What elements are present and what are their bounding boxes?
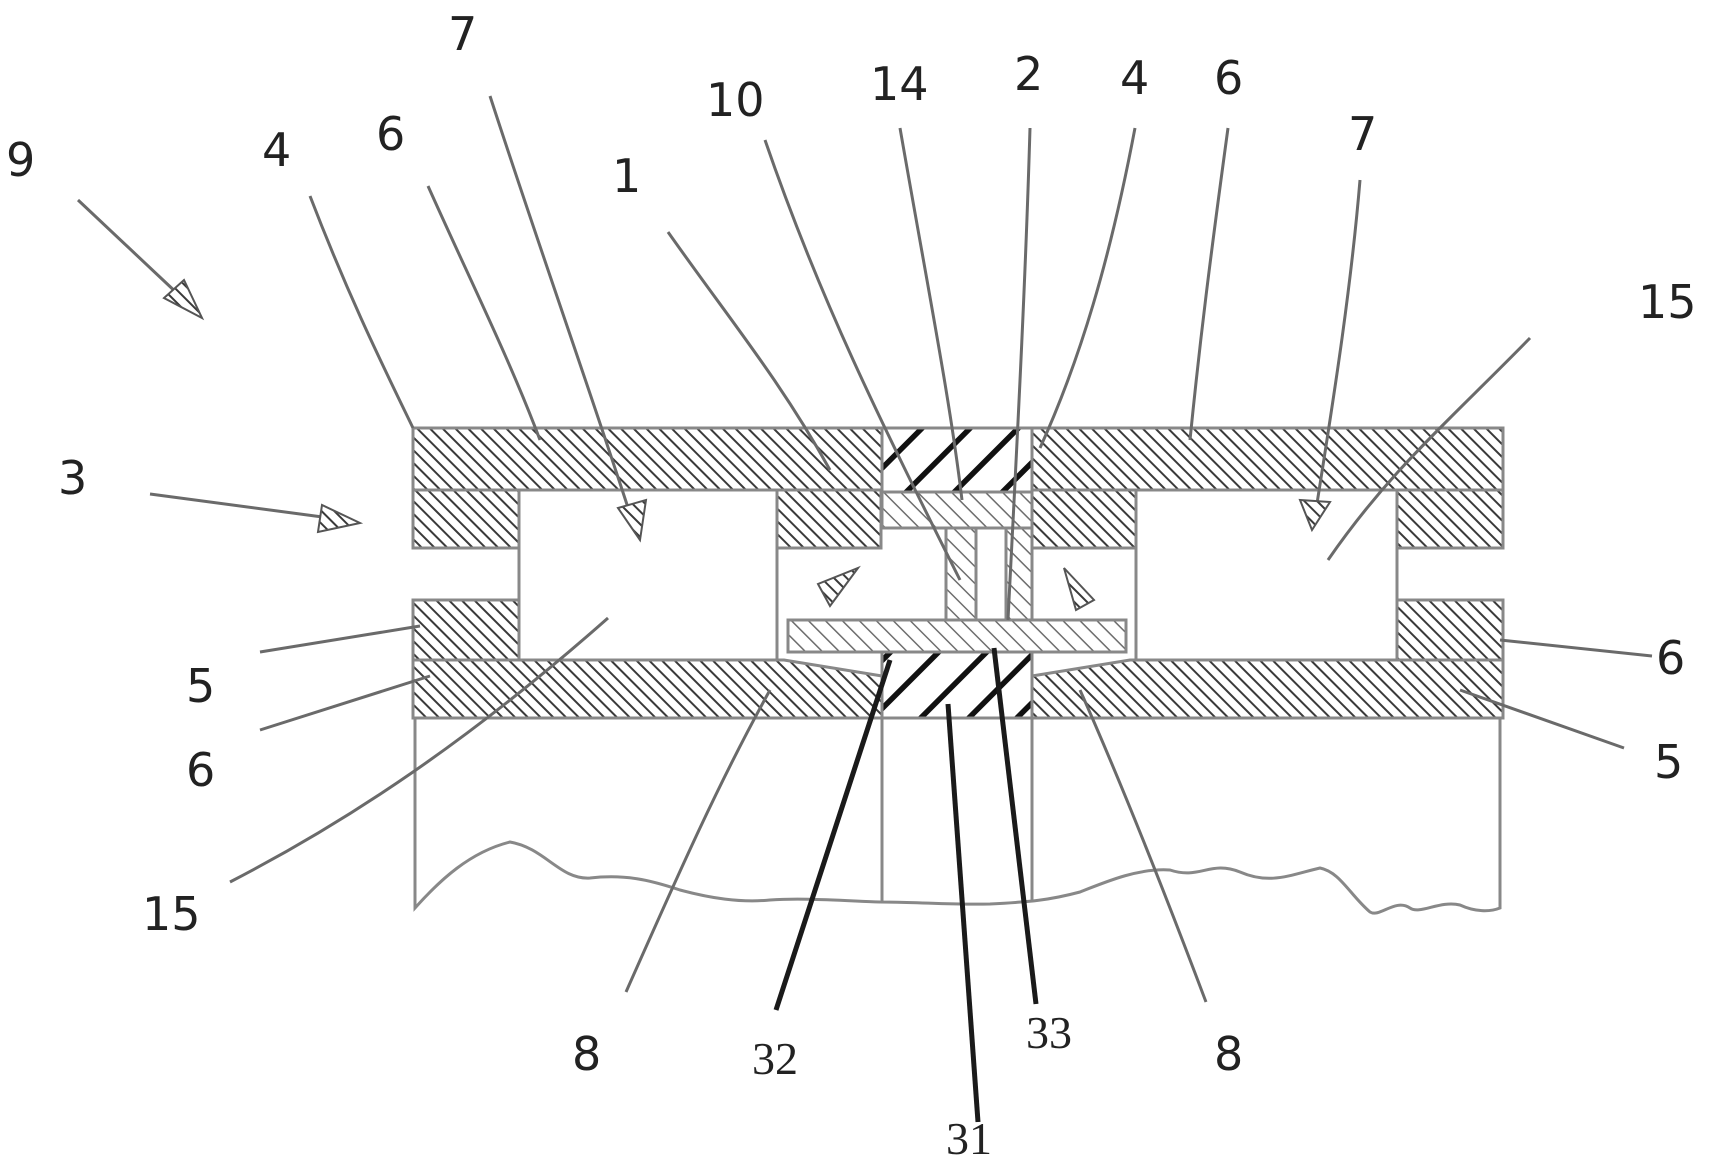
- right-side-gap: [1399, 550, 1501, 598]
- label-6-left-top: 6: [376, 107, 405, 161]
- label-31: 31: [946, 1113, 992, 1159]
- left-side-gap: [415, 550, 517, 598]
- housing-left-upper-wall: [413, 490, 519, 548]
- label-4-right: 4: [1120, 51, 1149, 105]
- label-3: 3: [58, 451, 87, 505]
- arrow-8-right-head: [1064, 568, 1094, 610]
- label-33: 33: [1026, 1007, 1072, 1058]
- insert-slot: [976, 528, 1006, 620]
- label-9: 9: [6, 133, 35, 187]
- label-10: 10: [706, 73, 765, 127]
- housing-right-upper-wall: [1397, 490, 1503, 548]
- left-chamber: [519, 490, 777, 660]
- label-8-left: 8: [572, 1027, 601, 1081]
- right-chamber: [1136, 490, 1397, 660]
- label-5-left: 5: [186, 659, 215, 713]
- bottom-seal: [882, 652, 1032, 718]
- insert-plate: [788, 620, 1126, 652]
- label-32: 32: [752, 1033, 798, 1084]
- insert-stem: [946, 528, 976, 620]
- label-6-right-top: 6: [1214, 51, 1243, 105]
- label-7-left: 7: [448, 7, 477, 61]
- label-14: 14: [870, 57, 929, 111]
- housing-center-right-wall: [1032, 490, 1136, 548]
- label-5-right: 5: [1654, 735, 1683, 789]
- label-15-left: 15: [142, 887, 201, 941]
- label-1: 1: [612, 149, 641, 203]
- label-2: 2: [1014, 47, 1043, 101]
- arrow-8-left-head: [818, 568, 858, 606]
- label-6-left-lower: 6: [186, 743, 215, 797]
- label-15-right: 15: [1638, 275, 1697, 329]
- housing-center-left-wall: [777, 490, 881, 548]
- label-7-right: 7: [1348, 107, 1377, 161]
- label-6-right-lower: 6: [1656, 631, 1685, 685]
- arrow-3-head: [318, 505, 360, 532]
- insert-cap: [882, 492, 1032, 528]
- label-4-left: 4: [262, 123, 291, 177]
- label-8-right: 8: [1214, 1027, 1243, 1081]
